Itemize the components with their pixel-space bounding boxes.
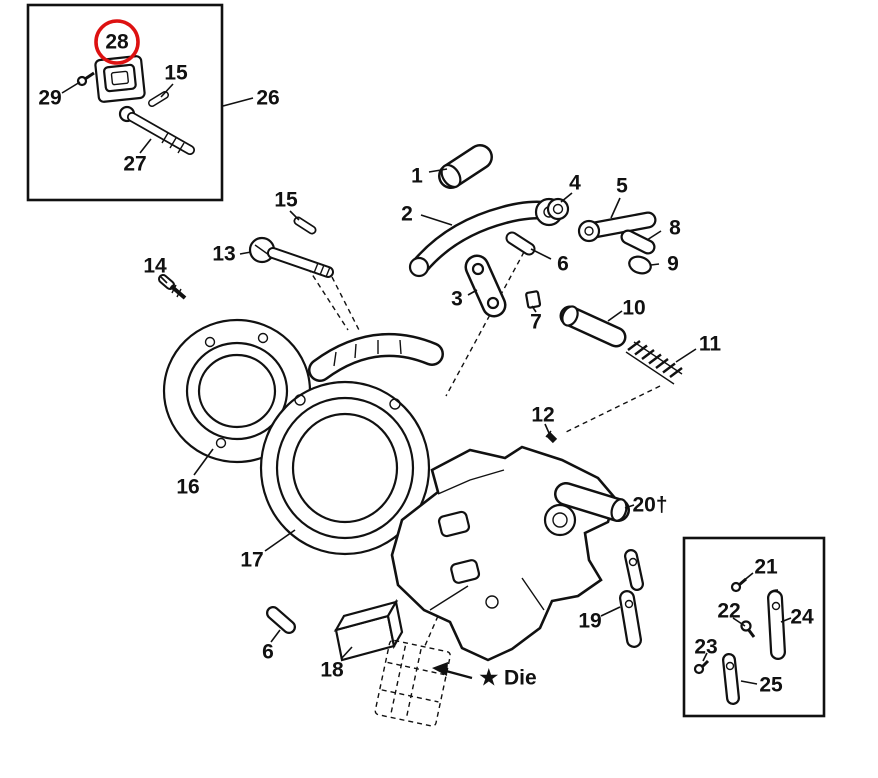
part-15-pin-main (293, 216, 317, 235)
part-22-pin (740, 620, 756, 638)
part-label-1: 1 (411, 164, 423, 188)
part-24-latch (767, 589, 786, 660)
part-9-cap (628, 255, 652, 275)
part-3-link-plate (464, 254, 507, 318)
part-label-5: 5 (616, 174, 628, 198)
part-label-22: 22 (717, 599, 741, 623)
die-phantom-outline (374, 639, 451, 727)
part-label-27: 27 (123, 152, 147, 176)
part-label-11: 11 (698, 332, 722, 356)
highlight-circle-28 (94, 19, 140, 65)
part-4-washer (546, 197, 570, 221)
inset-box-bottom-right (682, 536, 826, 718)
part-13-bolt (248, 236, 334, 278)
part-label-29: 29 (38, 86, 62, 110)
part-label-18: 18 (320, 658, 344, 682)
part-label-15a: 15 (164, 61, 188, 85)
part-label-10: 10 (622, 296, 646, 320)
part-label-12: 12 (531, 403, 555, 427)
part-label-23: 23 (694, 635, 718, 659)
part-6-pin-upper (505, 231, 536, 256)
die-arrow (432, 662, 473, 680)
part-label-15b: 15 (274, 188, 298, 212)
part-20-shaft (554, 482, 630, 522)
part-label-6b: 6 (262, 640, 274, 664)
part-7-block (525, 290, 542, 309)
inset-box-top-left (26, 3, 224, 202)
part-18-block (333, 598, 404, 662)
part-19-latch (619, 549, 644, 648)
part-10-pin (559, 305, 627, 348)
part-label-25: 25 (759, 673, 783, 697)
part-5-link-arm (577, 211, 657, 243)
part-17-cam-plate (259, 333, 444, 556)
part-label-9: 9 (667, 252, 679, 276)
part-label-7: 7 (530, 310, 542, 334)
part-28-guide-block (94, 55, 146, 103)
part-label-19: 19 (578, 609, 602, 633)
assembly-dash-lines (307, 251, 661, 649)
part-23-screw (693, 659, 710, 675)
part-label-2: 2 (401, 202, 413, 226)
part-27-bolt (118, 105, 195, 155)
part-15-pin-inset (148, 91, 169, 107)
part-label-26: 26 (256, 86, 280, 110)
part-label-die: ★ Die (479, 666, 537, 690)
part-label-8: 8 (669, 216, 681, 240)
part-label-3: 3 (451, 287, 463, 311)
part-label-4: 4 (569, 171, 581, 195)
part-1-roller (438, 144, 493, 189)
part-label-24: 24 (790, 605, 814, 629)
part-label-17: 17 (240, 548, 264, 572)
part-6-pin-lower (266, 606, 296, 634)
part-29-screw (76, 71, 95, 87)
part-8-nut (620, 229, 656, 255)
part-label-20: 20† (632, 493, 668, 517)
part-label-13: 13 (212, 242, 236, 266)
part-25-latch (722, 653, 740, 705)
part-label-28: 28 (105, 30, 129, 54)
part-label-21: 21 (754, 555, 778, 579)
part-label-16: 16 (176, 475, 200, 499)
leader-lines (61, 81, 792, 685)
part-label-6a: 6 (557, 252, 569, 276)
part-12-screw (545, 430, 558, 444)
part-label-14: 14 (143, 254, 167, 278)
part-11-spring (625, 340, 683, 385)
